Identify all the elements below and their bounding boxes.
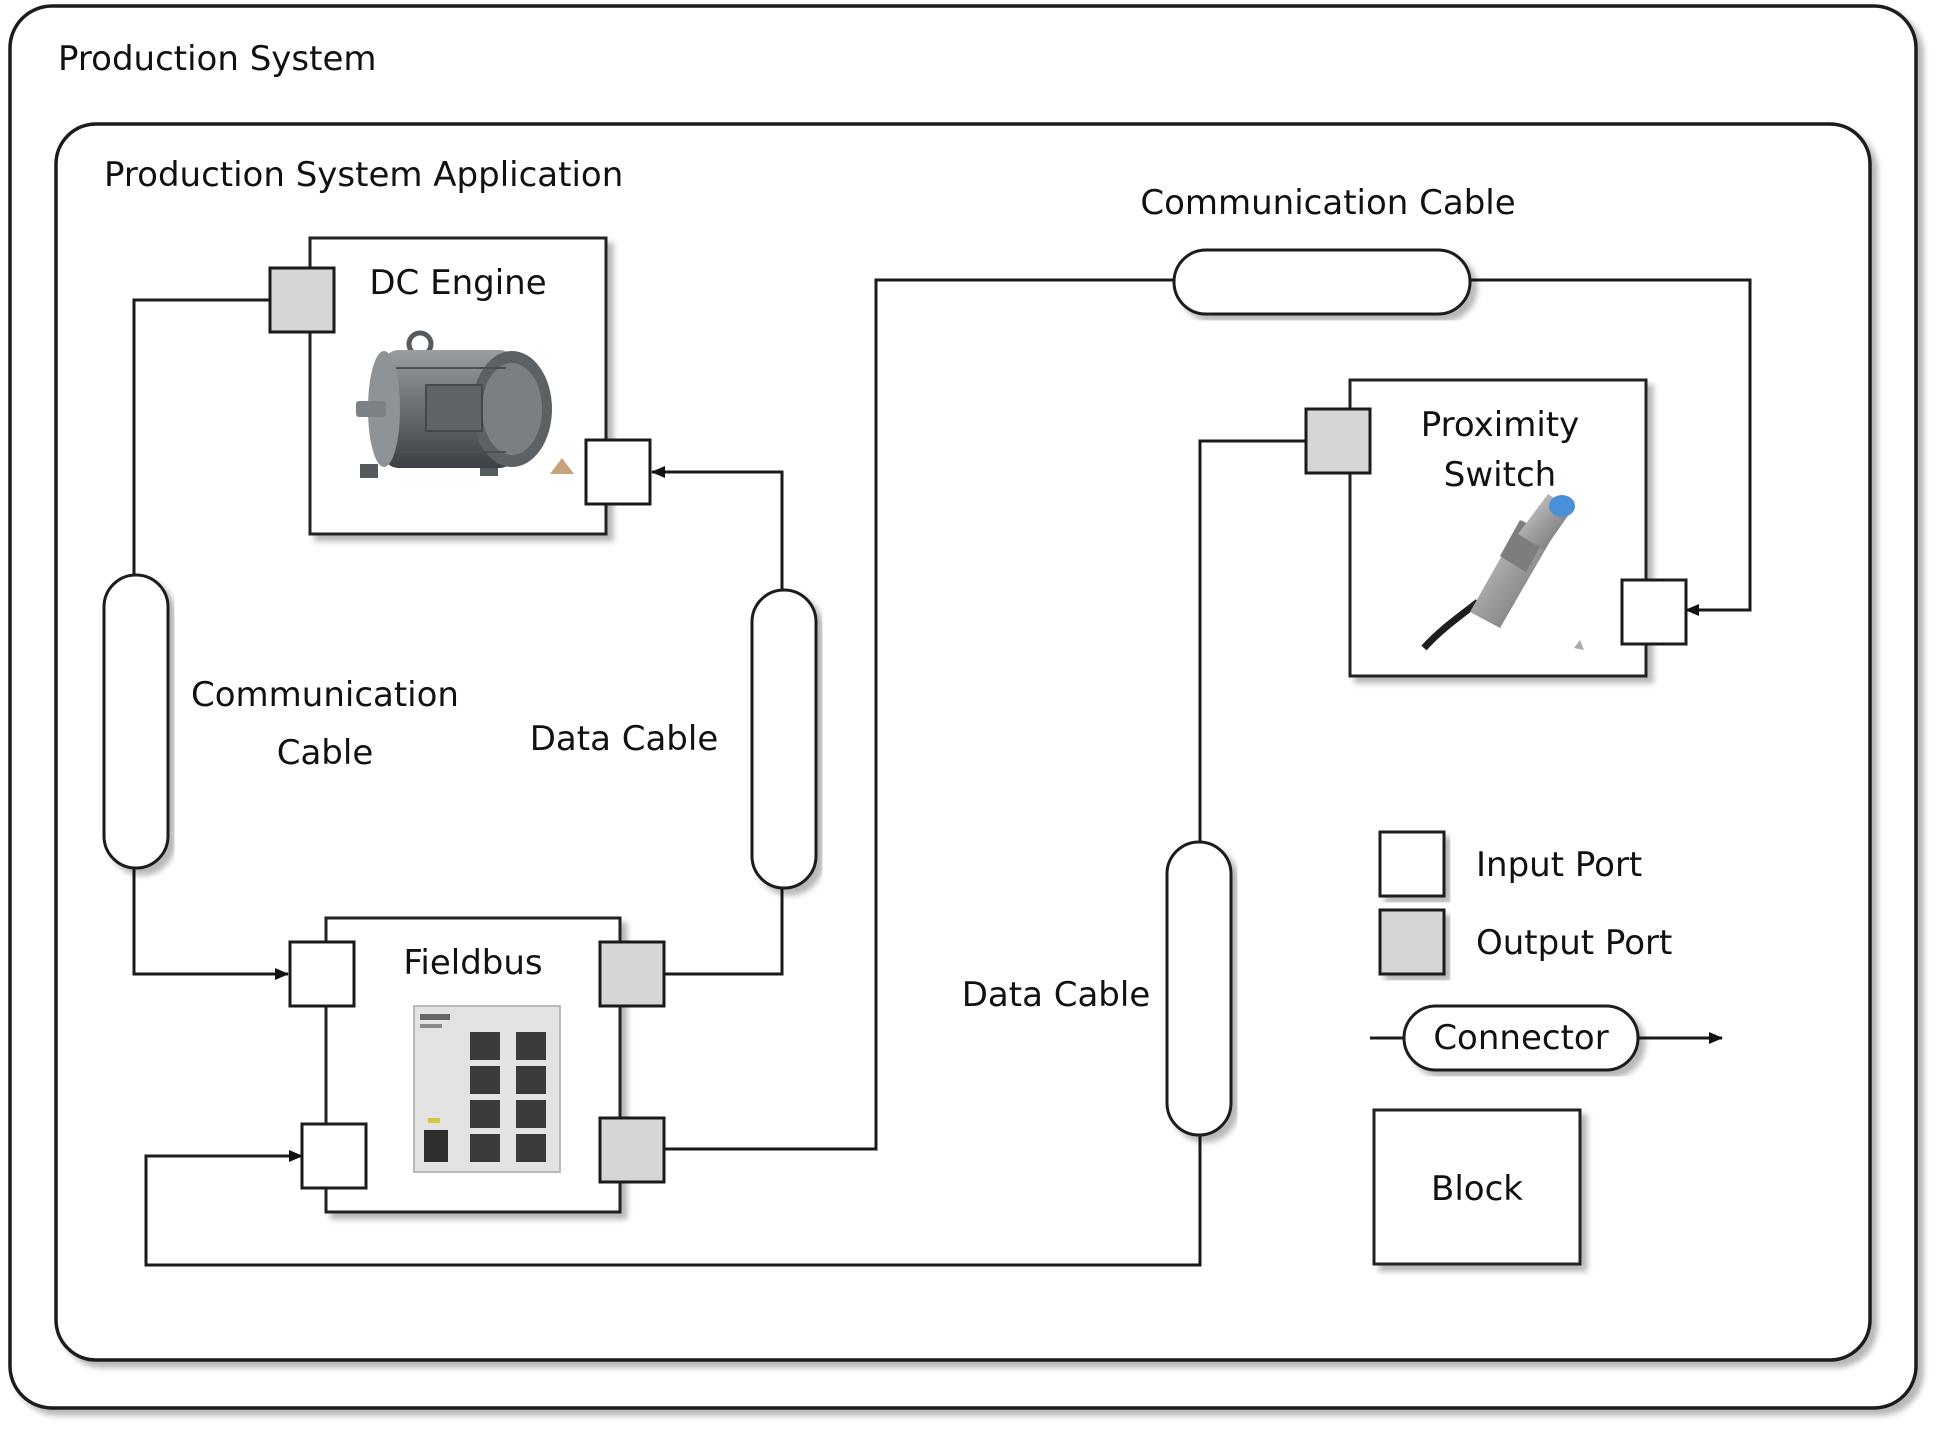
legend-block-swatch bbox=[1372, 1108, 1582, 1266]
wire-top-cable-to-proximity bbox=[1470, 278, 1752, 616]
wire-data-cable-to-fieldbus bbox=[144, 1135, 1202, 1267]
legend-block-label: Block bbox=[1431, 1169, 1523, 1209]
fieldbus-block: Fieldbus bbox=[288, 916, 666, 1214]
dc-engine-output-port bbox=[268, 266, 336, 334]
fieldbus-switch-icon bbox=[413, 1005, 561, 1173]
wire-proximity-to-data-cable bbox=[1198, 439, 1306, 842]
wire-comm-cable-to-fieldbus bbox=[132, 868, 289, 980]
legend-connector-swatch bbox=[1402, 1004, 1640, 1072]
comm-cable-left-label-2: Cable bbox=[277, 733, 374, 773]
proximity-switch-block: Proximity Switch bbox=[1304, 378, 1688, 678]
wire-engine-to-comm-cable bbox=[132, 298, 270, 575]
application-title: Production System Application bbox=[104, 155, 623, 195]
legend-output-port-label: Output Port bbox=[1476, 923, 1672, 963]
fieldbus-input-port-1 bbox=[288, 940, 356, 1008]
dc-engine-title: DC Engine bbox=[369, 263, 546, 303]
production-system-title: Production System bbox=[58, 39, 376, 79]
proximity-sensor-icon bbox=[1421, 494, 1584, 651]
fieldbus-output-port-2 bbox=[598, 1116, 666, 1184]
proximity-input-port bbox=[1620, 578, 1688, 646]
comm-cable-left-connector bbox=[102, 573, 170, 870]
dc-engine-motor-icon bbox=[356, 330, 574, 478]
legend-input-port-swatch bbox=[1378, 830, 1446, 898]
wire-fieldbus-to-data-cable bbox=[664, 888, 784, 976]
wire-fieldbus-to-top-cable bbox=[664, 278, 1174, 1151]
proximity-output-port bbox=[1304, 407, 1372, 475]
legend-connector-label: Connector bbox=[1433, 1018, 1608, 1058]
fieldbus-title: Fieldbus bbox=[403, 943, 542, 983]
comm-cable-top-connector bbox=[1172, 248, 1472, 316]
dc-engine-input-port bbox=[584, 438, 652, 506]
dc-engine-block: DC Engine bbox=[268, 236, 652, 536]
legend: Input Port Output Port Connector Block bbox=[1370, 830, 1723, 1266]
comm-cable-left-label-1: Communication bbox=[191, 675, 459, 715]
fieldbus-input-port-2 bbox=[300, 1122, 368, 1190]
proximity-switch-title-1: Proximity bbox=[1421, 405, 1579, 445]
data-cable-left-connector bbox=[750, 588, 818, 890]
fieldbus-output-port-1 bbox=[598, 940, 666, 1008]
data-cable-right-label: Data Cable bbox=[962, 975, 1151, 1015]
comm-cable-top-label: Communication Cable bbox=[1140, 183, 1515, 223]
legend-output-port-swatch bbox=[1378, 908, 1446, 976]
data-cable-left-label: Data Cable bbox=[530, 719, 719, 759]
data-cable-right-connector bbox=[1165, 840, 1233, 1137]
legend-input-port-label: Input Port bbox=[1476, 845, 1642, 885]
wire-data-cable-to-engine bbox=[651, 466, 784, 590]
proximity-switch-title-2: Switch bbox=[1444, 455, 1556, 495]
